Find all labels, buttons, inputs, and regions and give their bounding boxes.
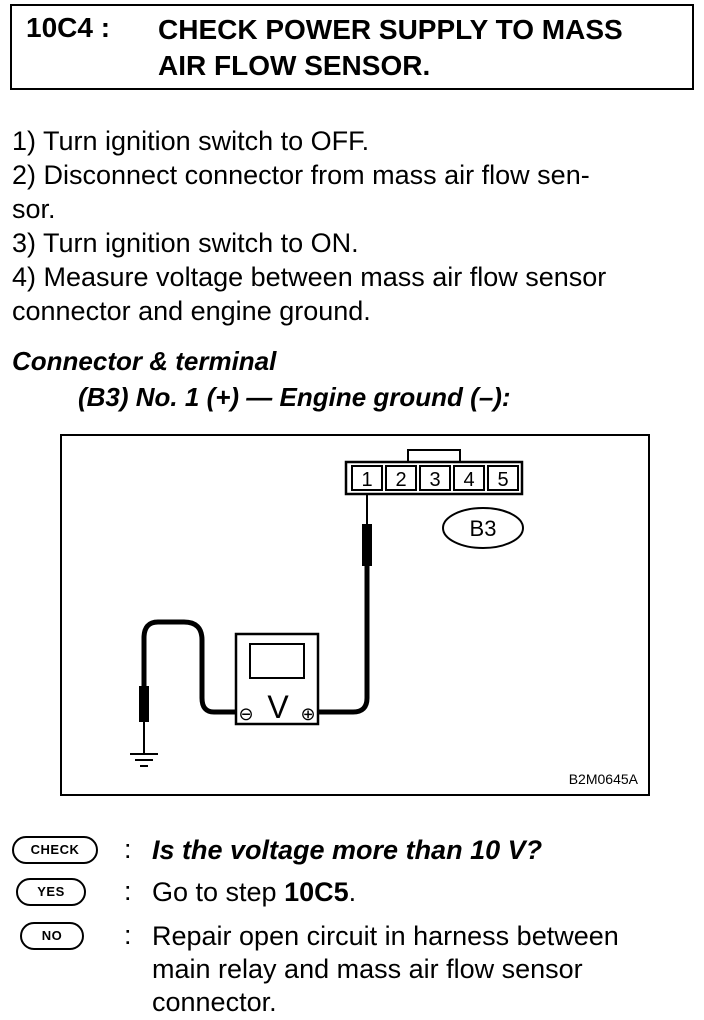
terminal-cell	[487, 465, 519, 491]
wiring-diagram-svg: 1 2 3 4 5 B3 V ⊖ ⊕	[130, 449, 639, 787]
terminal-number: 3	[429, 469, 440, 491]
probe-wire	[318, 566, 370, 715]
ground-icon	[130, 753, 158, 767]
no-answer-line: connector.	[152, 987, 277, 1017]
step-header: 10C4 : CHECK POWER SUPPLY TO MASS AIR FL…	[10, 4, 694, 90]
voltmeter: V ⊖ ⊕	[234, 632, 320, 726]
terminal-number: 4	[463, 469, 474, 491]
figure-code: B2M0645A	[569, 771, 639, 787]
plus-terminal-icon: ⊕	[300, 704, 315, 725]
voltmeter-display	[249, 643, 305, 679]
terminal-cell	[351, 465, 383, 491]
voltmeter-symbol: V	[267, 689, 289, 725]
connector-id: B3	[470, 516, 497, 541]
terminal-number: 2	[395, 469, 406, 491]
no-answer: Repair open circuit in harness between m…	[152, 920, 697, 1019]
minus-terminal-icon: ⊖	[238, 704, 253, 725]
terminal-cell	[385, 465, 417, 491]
no-answer-line: main relay and mass air flow sensor	[152, 954, 583, 984]
wiring-diagram: 1 2 3 4 5 B3 V ⊖ ⊕	[60, 434, 650, 796]
yes-answer-text: Go to step	[152, 877, 285, 907]
negative-probe	[139, 619, 236, 754]
yes-answer-suffix: .	[348, 877, 357, 907]
terminal-number: 1	[361, 469, 372, 491]
probe-handle	[362, 524, 372, 566]
check-colon: :	[124, 834, 132, 864]
step-title: CHECK POWER SUPPLY TO MASS AIR FLOW SENS…	[158, 12, 688, 84]
step-line: sor.	[12, 194, 56, 224]
positive-probe	[318, 494, 372, 715]
yes-next-step: 10C5	[284, 877, 349, 907]
terminal-cell	[419, 465, 451, 491]
terminal-cells: 1 2 3 4 5	[351, 465, 519, 491]
step-title-line-2: AIR FLOW SENSOR.	[158, 50, 431, 81]
procedure-steps: 1) Turn ignition switch to OFF. 2) Disco…	[12, 124, 696, 328]
step-line: 4) Measure voltage between mass air flow…	[12, 262, 607, 292]
connector-terminal-label: Connector & terminal	[12, 346, 277, 376]
yes-badge: YES	[16, 878, 86, 906]
step-line: 2) Disconnect connector from mass air fl…	[12, 160, 590, 190]
step-line: 3) Turn ignition switch to ON.	[12, 228, 359, 258]
connector-terminal-spec: (B3) No. 1 (+) — Engine ground (–):	[78, 382, 511, 412]
step-line: connector and engine ground.	[12, 296, 371, 326]
step-line: 1) Turn ignition switch to OFF.	[12, 126, 370, 156]
check-badge: CHECK	[12, 836, 98, 864]
terminal-number: 5	[497, 469, 508, 491]
terminal-cell	[453, 465, 485, 491]
step-title-line-1: CHECK POWER SUPPLY TO MASS	[158, 14, 623, 45]
no-badge: NO	[20, 922, 84, 950]
no-answer-line: Repair open circuit in harness between	[152, 921, 619, 951]
probe-wire	[141, 619, 236, 715]
check-question: Is the voltage more than 10 V?	[152, 835, 543, 865]
yes-answer: Go to step 10C5.	[152, 876, 697, 909]
no-colon: :	[124, 920, 132, 950]
probe-handle	[139, 686, 149, 722]
connector-id-oval	[442, 507, 524, 549]
yes-colon: :	[124, 876, 132, 906]
step-id: 10C4 :	[26, 12, 111, 43]
